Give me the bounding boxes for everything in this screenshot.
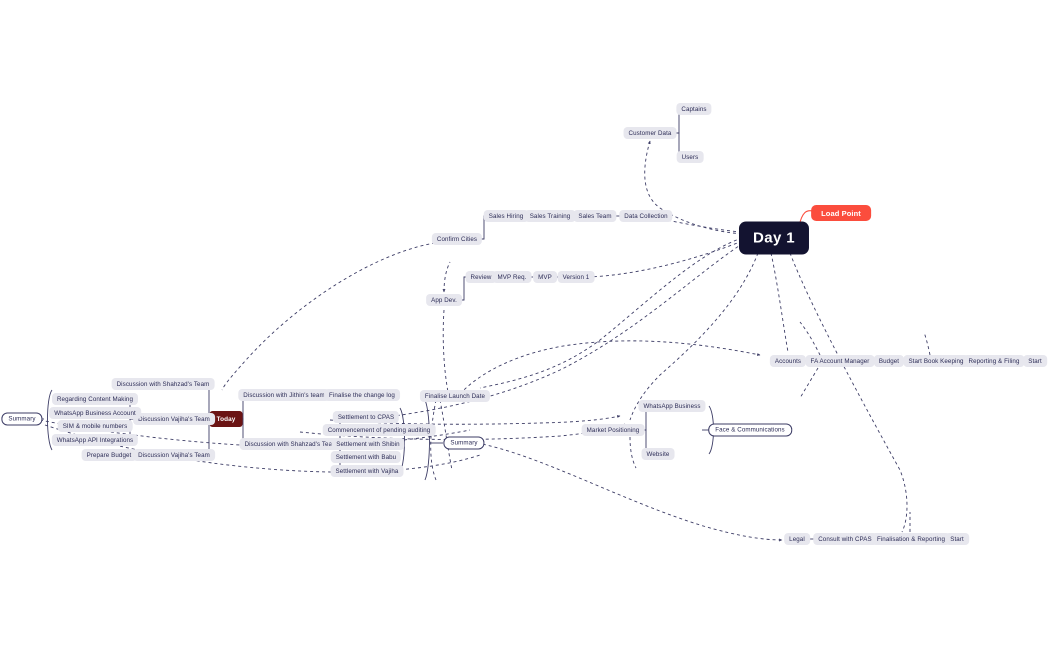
node-finalise-change-log[interactable]: Finalise the change log <box>324 389 400 401</box>
node-sim-mobile-numbers[interactable]: SIM & mobile numbers <box>57 420 133 432</box>
edge-fa-down <box>799 367 819 399</box>
node-customer-data[interactable]: Customer Data <box>623 127 677 139</box>
node-settlement-with-babu[interactable]: Settlement with Babu <box>330 451 402 463</box>
node-accounts[interactable]: Accounts <box>769 355 807 367</box>
node-mvp-req[interactable]: MVP Req. <box>492 271 532 283</box>
node-sales-team[interactable]: Sales Team <box>573 210 617 222</box>
node-review[interactable]: Review <box>465 271 497 283</box>
node-discussion-vajiha-bottom[interactable]: Discussion Vajiha's Team <box>133 449 215 461</box>
edge-launch-down <box>439 399 453 471</box>
node-whatsapp-business[interactable]: WhatsApp Business <box>638 400 706 412</box>
node-legal[interactable]: Legal <box>784 533 810 545</box>
node-start-accounts[interactable]: Start <box>1023 355 1047 367</box>
node-finalisation-reporting[interactable]: Finalisation & Reporting <box>871 533 951 545</box>
edge-root-market-positioning <box>629 252 759 421</box>
node-summary-left[interactable]: Summary <box>1 412 43 426</box>
node-discussion-shahzad-top[interactable]: Discussion with Shahzad's Team <box>111 378 215 390</box>
node-reporting-filing[interactable]: Reporting & Filing <box>963 355 1025 367</box>
node-website[interactable]: Website <box>641 448 675 460</box>
edge-datacollection-root <box>661 218 749 234</box>
node-version-1[interactable]: Version 1 <box>557 271 595 283</box>
node-discussion-jithin[interactable]: Discussion with Jithin's team <box>238 389 330 401</box>
node-captains[interactable]: Captains <box>676 103 712 115</box>
node-confirm-cities[interactable]: Confirm Cities <box>431 233 483 245</box>
node-fa-account-manager[interactable]: FA Account Manager <box>805 355 875 367</box>
node-users[interactable]: Users <box>676 151 704 163</box>
edge-launch-down-2 <box>430 399 437 481</box>
node-prepare-budget[interactable]: Prepare Budget <box>81 449 137 461</box>
node-summary-mid[interactable]: Summary <box>443 436 485 450</box>
node-discussion-shahzad-mid[interactable]: Discussion with Shahzad's Team <box>239 438 343 450</box>
edge-fa-up <box>799 321 821 356</box>
node-start-legal[interactable]: Start <box>945 533 969 545</box>
node-budget[interactable]: Budget <box>873 355 905 367</box>
root-node-day-1[interactable]: Day 1 <box>738 221 810 255</box>
node-discussion-vajiha-top[interactable]: Discussion Vajiha's Team <box>133 413 215 425</box>
node-data-collection[interactable]: Data Collection <box>619 210 673 222</box>
edge-appdev-up <box>442 261 451 293</box>
node-settlement-with-shibin[interactable]: Settlement with Shibin <box>331 438 405 450</box>
node-consult-with-cpas[interactable]: Consult with CPAS <box>813 533 877 545</box>
node-today[interactable]: Today <box>209 411 243 427</box>
node-sales-training[interactable]: Sales Training <box>524 210 576 222</box>
node-regarding-content-making[interactable]: Regarding Content Making <box>51 393 139 405</box>
node-start-book-keeping[interactable]: Start Book Keeping <box>903 355 969 367</box>
node-settlement-with-vajiha[interactable]: Settlement with Vajiha <box>330 465 404 477</box>
node-finalise-launch-date[interactable]: Finalise Launch Date <box>419 390 491 402</box>
node-commencement-pending-auditing[interactable]: Commencement of pending auditing <box>322 424 436 436</box>
node-settlement-to-cpas[interactable]: Settlement to CPAS <box>332 411 400 423</box>
edge-root-accounts-stem <box>770 252 789 353</box>
edge-appdev-down <box>442 309 449 393</box>
node-mvp[interactable]: MVP <box>533 271 557 283</box>
edge-summary-legal <box>476 442 783 542</box>
node-whatsapp-business-account[interactable]: WhatsApp Business Account <box>49 407 141 419</box>
node-face-communications[interactable]: Face & Communications <box>708 423 792 437</box>
edge-root-legal-stem <box>789 252 908 533</box>
node-load-point[interactable]: Load Point <box>811 205 871 221</box>
node-whatsapp-api-integrations[interactable]: WhatsApp API Integrations <box>51 434 139 446</box>
node-market-positioning[interactable]: Market Positioning <box>581 424 645 436</box>
edge-bookkeeping-up <box>923 331 931 356</box>
edge-confirm-cities-curve <box>221 240 442 391</box>
edge-root-finalise-launch <box>479 235 749 389</box>
node-app-dev[interactable]: App Dev. <box>426 294 462 306</box>
edge-market-down <box>629 436 637 469</box>
edge-version1-root <box>587 239 746 278</box>
node-sales-hiring[interactable]: Sales Hiring <box>483 210 529 222</box>
edge-launch-accounts <box>459 340 761 395</box>
brace-settlement-summary <box>424 399 430 481</box>
